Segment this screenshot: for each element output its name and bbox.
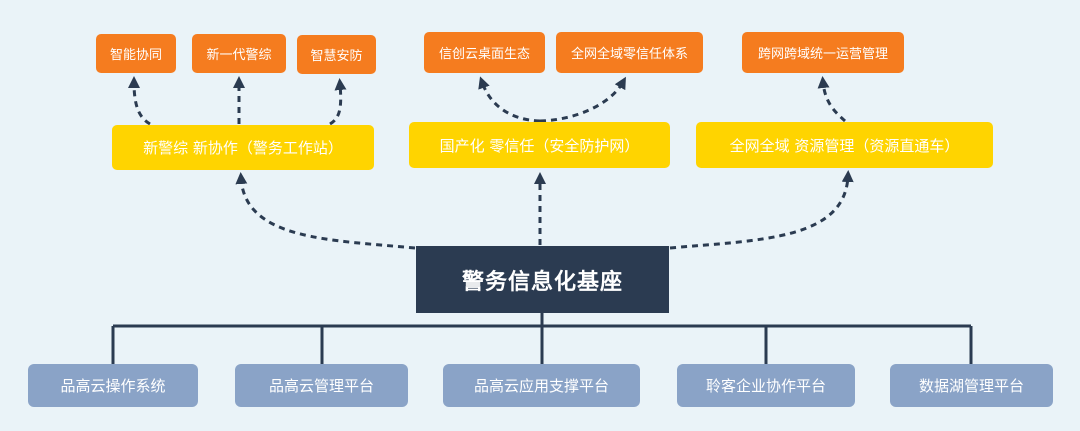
arrow-mid-center-to-top-2: [539, 76, 626, 123]
mid-box-resource-management: 全网全域 资源管理（资源直通车）: [696, 122, 993, 168]
arrow-core-to-mid-right: [669, 170, 854, 250]
arrow-mid-left-to-top-1: [128, 76, 151, 126]
top-box-unified-operations: 跨网跨域统一运营管理: [742, 32, 904, 73]
arrow-core-to-mid-left: [235, 172, 416, 250]
bottom-box-cloud-management: 品高云管理平台: [235, 364, 408, 407]
top-box-xinchuang-cloud-desktop: 信创云桌面生态: [424, 32, 545, 73]
bottom-box-collaboration-platform: 聆客企业协作平台: [677, 364, 855, 407]
top-box-smart-security: 智慧安防: [297, 35, 376, 74]
bottom-box-cloud-os: 品高云操作系统: [28, 364, 198, 407]
arrow-mid-center-to-top-1: [478, 76, 541, 123]
top-box-new-generation-police: 新一代警综: [192, 34, 286, 73]
arrow-mid-left-to-top-3: [329, 78, 347, 126]
bottom-box-data-lake: 数据湖管理平台: [890, 364, 1053, 407]
core-foundation-box: 警务信息化基座: [416, 246, 669, 313]
top-box-zero-trust-system: 全网全域零信任体系: [556, 32, 703, 73]
arrow-mid-right-to-top: [817, 76, 847, 123]
bottom-tree-lines: [111, 313, 973, 364]
mid-box-police-workstation: 新警综 新协作（警务工作站）: [112, 125, 374, 170]
top-box-smart-collaboration: 智能协同: [96, 34, 176, 73]
bottom-box-app-support: 品高云应用支撑平台: [443, 364, 640, 407]
mid-box-security-network: 国产化 零信任（安全防护网）: [409, 122, 670, 168]
